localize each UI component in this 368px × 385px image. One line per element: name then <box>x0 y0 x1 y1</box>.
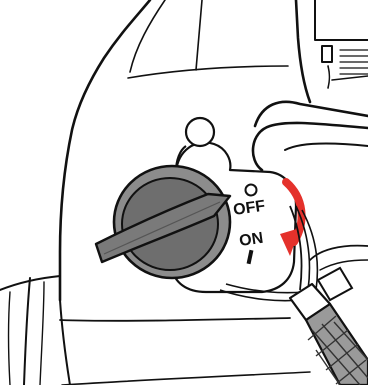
on-label: ON <box>238 230 264 250</box>
indicator-dot <box>246 185 257 196</box>
rotary-key-switch[interactable] <box>96 166 230 278</box>
